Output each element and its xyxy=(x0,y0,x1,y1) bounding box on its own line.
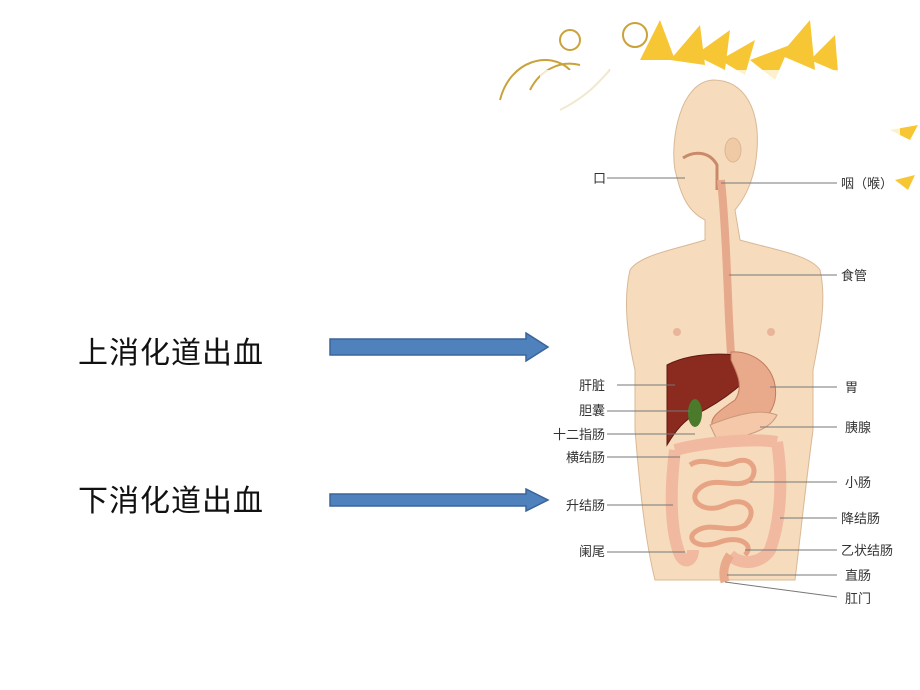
label-descending-colon: 降结肠 xyxy=(841,512,880,527)
lower-arrow xyxy=(329,488,550,512)
liver-shape xyxy=(666,353,761,447)
label-gallbladder: 胆囊 xyxy=(579,403,605,419)
label-rectum: 直肠 xyxy=(845,569,871,584)
label-stomach: 胃 xyxy=(845,381,858,396)
lower-gi-bleeding-label: 下消化道出血 xyxy=(78,484,264,519)
label-esophagus: 食管 xyxy=(841,268,867,284)
upper-gi-bleeding-label: 上消化道出血 xyxy=(78,336,264,371)
label-mouth: 口 xyxy=(593,172,606,187)
gallbladder-shape xyxy=(688,399,702,427)
label-appendix: 阑尾 xyxy=(579,545,605,560)
label-anus: 肛门 xyxy=(845,592,871,607)
label-sigmoid-colon: 乙状结肠 xyxy=(841,544,893,559)
label-small-intestine: 小肠 xyxy=(845,476,871,491)
label-pancreas: 胰腺 xyxy=(845,421,871,436)
esophagus-shape xyxy=(717,179,735,356)
label-transverse-colon: 横结肠 xyxy=(566,451,605,466)
label-duodenum: 十二指肠 xyxy=(553,428,605,443)
digestive-system-diagram: 口 肝脏 胆囊 十二指肠 横结肠 升结肠 阑尾 咽（喉） 食管 胃 胰腺 小肠 … xyxy=(553,79,893,607)
label-liver: 肝脏 xyxy=(579,379,605,394)
label-ascending-colon: 升结肠 xyxy=(566,499,605,514)
small-intestine-shape xyxy=(688,457,757,557)
label-pharynx: 咽（喉） xyxy=(841,177,893,192)
upper-arrow xyxy=(329,332,550,362)
